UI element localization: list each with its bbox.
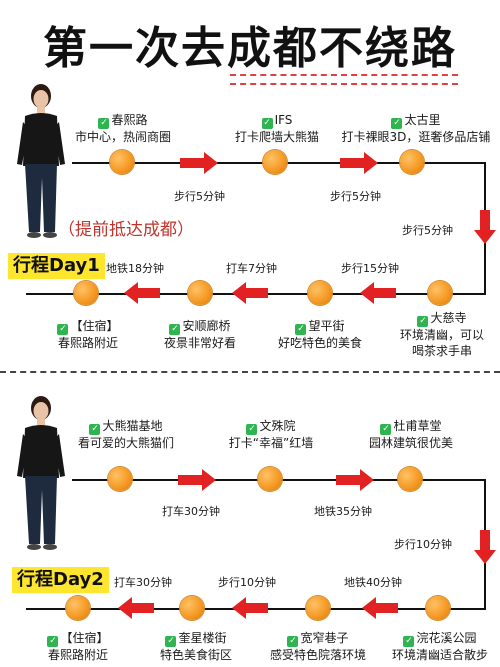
stop-label: ✓【住宿】 春熙路附近 — [47, 631, 109, 662]
stop-label: ✓太古里 打卡裸眼3D，逛奢侈品店铺 — [341, 113, 491, 144]
arrow-left-icon — [118, 597, 154, 619]
arrival-note: （提前抵达成都） — [58, 220, 194, 240]
travel-time: 步行10分钟 — [218, 576, 276, 589]
travel-time: 步行5分钟 — [330, 190, 381, 203]
travel-time: 地铁35分钟 — [314, 505, 372, 518]
travel-time: 地铁40分钟 — [344, 576, 402, 589]
stop-dot — [400, 150, 424, 174]
stop-dot — [188, 281, 212, 305]
stop-label: ✓春熙路 市中心，热闹商圈 — [74, 113, 171, 144]
arrow-left-icon — [360, 282, 396, 304]
arrow-down-icon — [474, 210, 496, 244]
section-divider — [0, 371, 500, 373]
check-icon: ✓ — [47, 636, 59, 647]
page-title: 第一次去成都不绕路 — [43, 23, 457, 74]
stop-label: ✓【住宿】 春熙路附近 — [57, 319, 119, 350]
travel-time: 打车30分钟 — [114, 576, 172, 589]
stop-dot — [308, 281, 332, 305]
arrow-left-icon — [232, 597, 268, 619]
check-icon: ✓ — [165, 636, 177, 647]
arrow-left-icon — [124, 282, 160, 304]
check-icon: ✓ — [295, 324, 307, 335]
check-icon: ✓ — [169, 324, 181, 335]
stop-dot — [398, 467, 422, 491]
travel-time: 地铁18分钟 — [106, 262, 164, 275]
title-divider — [230, 74, 458, 85]
stop-label: ✓望平街 好吃特色的美食 — [277, 319, 362, 350]
stop-label: ✓安顺廊桥 夜景非常好看 — [163, 319, 236, 350]
stop-label: ✓宽窄巷子 感受特色院落环境 — [269, 631, 366, 662]
travel-time: 打车30分钟 — [162, 505, 220, 518]
travel-time: 步行5分钟 — [174, 190, 225, 203]
arrow-right-icon — [180, 152, 218, 174]
stop-label: ✓文殊院 打卡“幸福”红墙 — [228, 419, 314, 450]
arrow-right-icon — [178, 469, 216, 491]
stop-label: ✓大慈寺 环境清幽，可以 喝茶求手串 — [399, 311, 484, 358]
check-icon: ✓ — [391, 118, 403, 129]
check-icon: ✓ — [417, 316, 429, 327]
stop-dot — [263, 150, 287, 174]
traveler-figure — [17, 84, 65, 238]
check-icon: ✓ — [287, 636, 299, 647]
stop-label: ✓大熊猫基地 看可爱的大熊猫们 — [77, 419, 174, 450]
stop-dot — [66, 596, 90, 620]
check-icon: ✓ — [380, 424, 392, 435]
check-icon: ✓ — [403, 636, 415, 647]
arrow-right-icon — [340, 152, 378, 174]
arrow-down-icon — [474, 530, 496, 564]
stop-dot — [306, 596, 330, 620]
travel-time: 步行5分钟 — [402, 224, 453, 237]
check-icon: ✓ — [98, 118, 110, 129]
stop-dot — [108, 467, 132, 491]
stop-dot — [180, 596, 204, 620]
stop-dot — [110, 150, 134, 174]
arrow-left-icon — [232, 282, 268, 304]
travel-time: 步行15分钟 — [341, 262, 399, 275]
stop-label: ✓IFS 打卡爬墙大熊猫 — [234, 113, 319, 144]
travel-time: 步行10分钟 — [394, 538, 452, 551]
stop-dot — [428, 281, 452, 305]
day-label: 行程Day2 — [12, 567, 109, 593]
check-icon: ✓ — [246, 424, 258, 435]
check-icon: ✓ — [57, 324, 69, 335]
check-icon: ✓ — [261, 118, 273, 129]
stop-label: ✓杜甫草堂 园林建筑很优美 — [368, 419, 453, 450]
arrow-right-icon — [336, 469, 374, 491]
arrow-left-icon — [362, 597, 398, 619]
stop-dot — [426, 596, 450, 620]
stop-label: ✓奎星楼街 特色美食街区 — [159, 631, 232, 662]
stop-label: ✓浣花溪公园 环境清幽适合散步 — [391, 631, 488, 662]
day-label: 行程Day1 — [8, 253, 105, 279]
traveler-figure — [17, 396, 65, 550]
check-icon: ✓ — [89, 424, 101, 435]
stop-dot — [74, 281, 98, 305]
stop-dot — [258, 467, 282, 491]
travel-time: 打车7分钟 — [226, 262, 277, 275]
